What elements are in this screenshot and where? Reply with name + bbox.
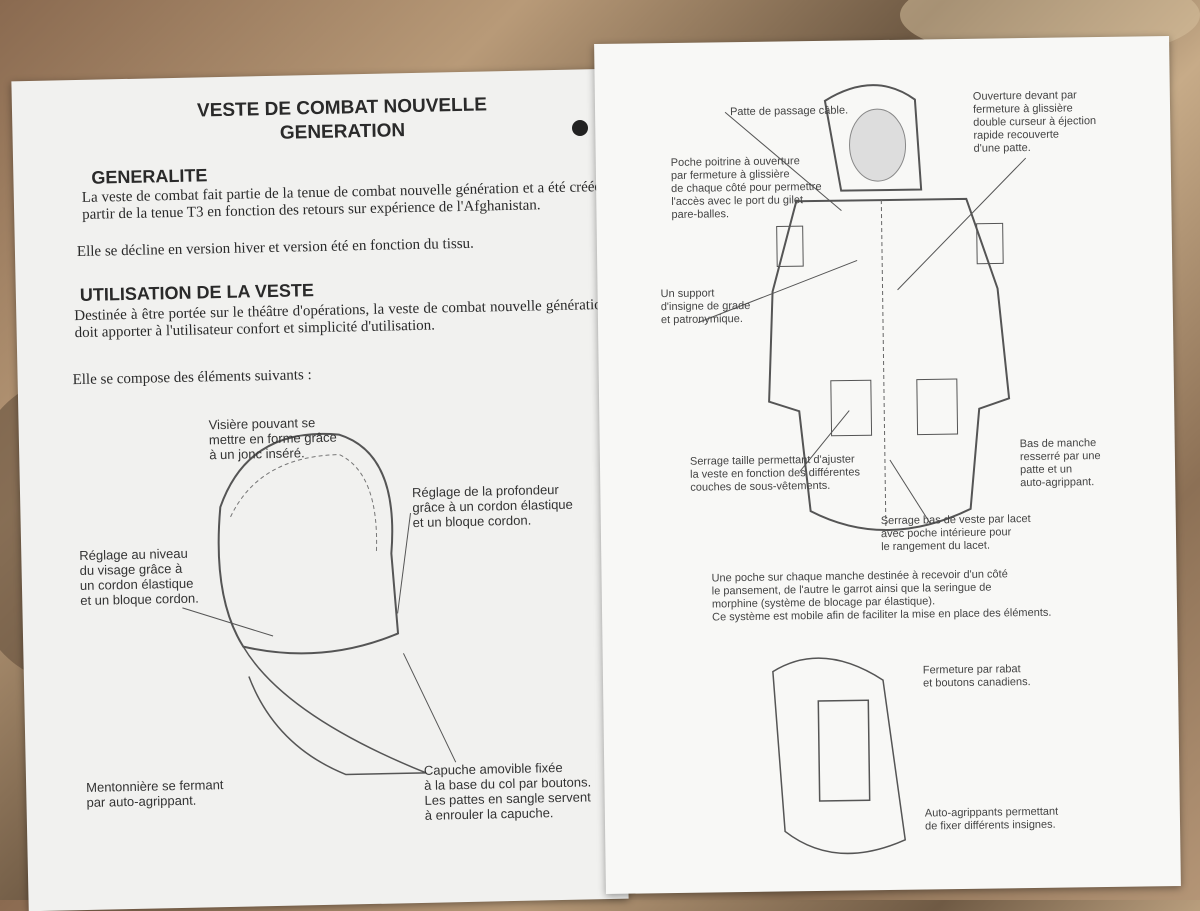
right-page: Patte de passage câble. Ouverture devant… [594,36,1181,894]
label-support-insigne: Un support d'insigne de grade et patrony… [660,287,751,327]
label-capuche: Capuche amovible fixée à la base du col … [423,759,592,823]
label-bas-manche: Bas de manche resserré par une patte et … [1019,437,1101,490]
label-reglage-profondeur: Réglage de la profondeur grâce à un cord… [411,482,573,531]
hood-illustration [182,432,457,776]
label-visiere: Visière pouvant se mettre en forme grâce… [208,415,337,463]
binding-hole [572,120,588,136]
label-poche-poitrine: Poche poitrine à ouverture par fermeture… [670,155,822,221]
label-poche-manche: Une poche sur chaque manche destinée à r… [711,568,1052,624]
label-reglage-visage: Réglage au niveau du visage grâce à un c… [79,545,199,609]
label-auto-agrippants: Auto-agrippants permettant de fixer diff… [924,805,1059,833]
left-page: VESTE DE COMBAT NOUVELLE GENERATION GENE… [11,68,629,911]
label-fermeture-rabat: Fermeture par rabat et boutons canadiens… [922,663,1031,690]
label-serrage-taille: Serrage taille permettant d'ajuster la v… [689,453,860,494]
label-serrage-bas: Serrage bas de veste par lacet avec poch… [880,513,1031,554]
label-ouverture: Ouverture devant par fermeture à glissiè… [972,89,1097,155]
label-patte-cable: Patte de passage câble. [729,104,849,119]
label-mentonniere: Mentonnière se fermant par auto-agrippan… [86,777,224,810]
jacket-illustration [697,84,1027,855]
